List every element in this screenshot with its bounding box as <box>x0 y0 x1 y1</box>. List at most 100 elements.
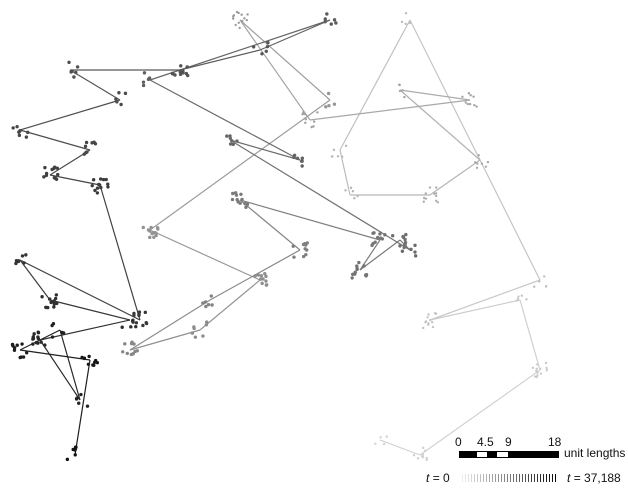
trajectory-point <box>300 159 304 163</box>
trajectory-point <box>17 130 21 134</box>
trajectory-point <box>73 453 77 457</box>
trajectory-point <box>484 165 488 168</box>
trajectory-segment <box>49 299 131 321</box>
trajectory-point <box>486 160 490 164</box>
scale-tick-0: 0 <box>455 435 462 449</box>
trajectory-point <box>413 254 418 258</box>
trajectory-point <box>98 177 103 181</box>
trajectory-point <box>421 455 424 458</box>
trajectory-segment <box>399 89 481 161</box>
trajectory-segment <box>129 299 211 351</box>
trajectory-point <box>266 40 270 45</box>
trajectory-point <box>539 372 543 375</box>
trajectory-point <box>434 199 438 202</box>
trajectory-point <box>106 182 110 186</box>
trajectory-point <box>332 18 337 22</box>
trajectory-point <box>533 375 537 378</box>
trajectory-point <box>131 352 135 356</box>
trajectory-point <box>10 342 15 347</box>
trajectory-point <box>304 121 307 124</box>
trajectory-point <box>422 200 425 203</box>
trajectory-segment <box>239 199 301 251</box>
trajectory-segment <box>199 279 261 331</box>
trajectory-point <box>349 186 353 190</box>
trajectory-point <box>50 335 55 339</box>
trajectory-point <box>193 335 198 339</box>
trajectory-segment <box>339 149 351 196</box>
trajectory-point <box>385 435 388 438</box>
trajectory-point <box>434 194 438 198</box>
trajectory-point <box>426 316 429 319</box>
trajectory-segment <box>429 159 481 196</box>
trajectory-point <box>17 133 22 138</box>
trajectory-point <box>201 301 205 305</box>
trajectory-point <box>51 322 56 326</box>
scale-unit-label: unit lengths <box>564 446 626 460</box>
trajectory-point <box>135 349 139 353</box>
trajectory-point <box>424 197 428 200</box>
trajectory-point <box>476 162 479 165</box>
trajectory-point <box>56 172 60 177</box>
trajectory-point <box>121 350 125 354</box>
trajectory-point <box>79 392 83 397</box>
trajectory-point <box>413 243 417 248</box>
trajectory-point <box>52 176 57 180</box>
trajectory-point <box>141 83 146 88</box>
trajectory-point <box>542 275 546 278</box>
trajectory-point <box>382 442 386 446</box>
trajectory-point <box>20 342 24 346</box>
trajectory-segment <box>39 339 81 401</box>
trajectory-point <box>425 456 428 460</box>
trajectory-point <box>461 95 464 98</box>
trajectory-point <box>54 293 59 297</box>
trajectory-point <box>137 310 142 314</box>
trajectory-point <box>525 298 528 301</box>
trajectory-point <box>305 241 309 245</box>
trajectory-segment <box>19 259 51 301</box>
trajectory-point <box>104 177 108 182</box>
trajectory-segment <box>209 249 301 301</box>
trajectory-point <box>181 69 185 73</box>
trajectory-point <box>233 191 238 195</box>
trajectory-point <box>303 247 307 251</box>
trajectory-point <box>531 366 535 370</box>
trajectory-point <box>357 260 361 265</box>
trajectory-point <box>24 253 28 257</box>
trajectory-point <box>251 45 256 49</box>
trajectory-point <box>353 272 357 276</box>
trajectory-point <box>244 205 248 210</box>
trajectory-point <box>431 325 435 329</box>
trajectory-point <box>409 247 413 252</box>
scale-bar-segment <box>497 452 508 457</box>
trajectory-point <box>31 337 35 341</box>
trajectory-segment <box>429 299 521 321</box>
trajectory-segment <box>419 369 541 456</box>
trajectory-point <box>72 75 76 79</box>
trajectory-point <box>436 201 440 204</box>
trajectory-point <box>364 274 368 278</box>
trajectory-point <box>466 102 469 106</box>
trajectory-point <box>125 351 130 356</box>
trajectory-point <box>301 254 306 259</box>
trajectory-point <box>15 124 19 129</box>
trajectory-point <box>230 197 235 202</box>
trajectory-point <box>304 252 308 257</box>
trajectory-point <box>427 313 430 316</box>
trajectory-segment <box>259 19 331 51</box>
trajectory-point <box>134 324 138 329</box>
trajectory-point <box>329 22 333 26</box>
trajectory-point <box>473 103 476 107</box>
trajectory-point <box>206 302 211 307</box>
trajectory-point <box>243 17 246 20</box>
trajectory-point <box>472 95 475 98</box>
trajectory-point <box>325 12 329 16</box>
trajectory-point <box>185 73 190 78</box>
trajectory-point <box>473 161 477 164</box>
trajectory-point <box>75 65 80 69</box>
trajectory-point <box>92 363 96 367</box>
trajectory-point <box>95 360 100 365</box>
trajectory-point <box>533 285 536 288</box>
scale-tick-9: 9 <box>505 435 512 449</box>
trajectory-segment <box>19 129 91 151</box>
